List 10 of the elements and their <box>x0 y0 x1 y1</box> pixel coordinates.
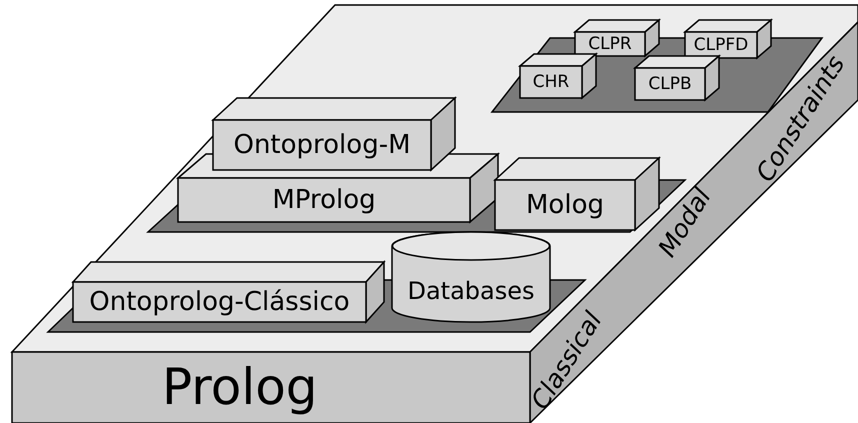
node-label: Molog <box>525 192 605 218</box>
node-label: Ontoprolog-Clássico <box>88 289 351 315</box>
node-label: CLPFD <box>692 36 750 54</box>
node-label: MProlog <box>271 187 377 213</box>
node-label: Ontoprolog-M <box>232 132 412 158</box>
node-label: CLPB <box>647 76 693 92</box>
node-label: CHR <box>532 74 570 90</box>
node-label: CLPR <box>587 36 633 52</box>
node-label: Databases <box>406 279 536 303</box>
node-label: Prolog <box>162 362 318 412</box>
